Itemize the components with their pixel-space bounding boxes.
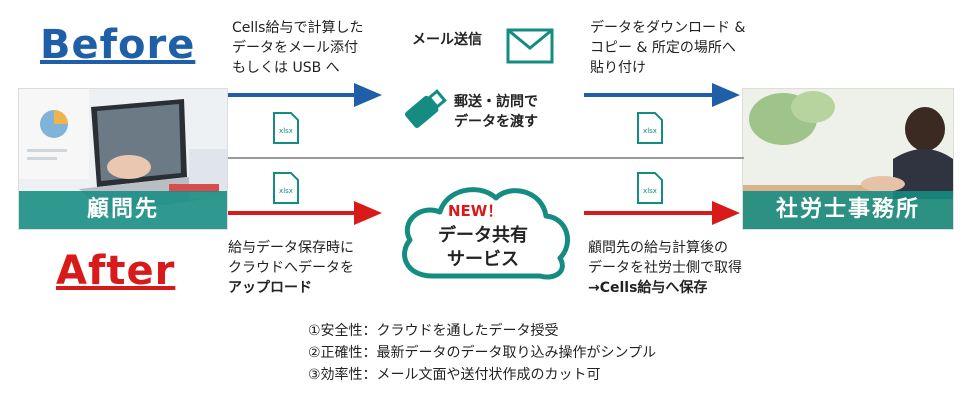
file-icon: xlsx <box>636 112 664 148</box>
benefits-list: ①安全性：クラウドを通したデータ授受 ②正確性：最新データのデータ取り込み操作が… <box>308 320 656 386</box>
benefit-item: ①安全性：クラウドを通したデータ授受 <box>308 323 559 339</box>
file-icon: xlsx <box>272 172 300 208</box>
after-right-text: 顧問先の給与計算後の データを社労士側で取得 →Cells給与へ保存 <box>588 240 742 296</box>
benefit-item: ②正確性：最新データのデータ取り込み操作がシンプル <box>308 345 657 361</box>
file-icon: xlsx <box>636 172 664 208</box>
usb-label: 郵送・訪問で データを渡す <box>454 94 538 130</box>
after-heading: After <box>56 248 176 294</box>
office-photo: 社労士事務所 <box>742 88 954 230</box>
after-right-arrow <box>584 201 740 225</box>
cloud-icon <box>402 187 570 280</box>
before-heading: Before <box>40 22 196 68</box>
file-type-label: xlsx <box>279 187 293 195</box>
email-label: メール送信 <box>412 32 482 48</box>
laptop-illustration <box>19 89 227 229</box>
after-left-arrow <box>228 201 382 225</box>
file-icon: xlsx <box>272 112 300 148</box>
before-right-arrow <box>584 83 740 107</box>
before-right-text: データをダウンロード & コピー & 所定の場所へ 貼り付け <box>590 20 746 76</box>
before-left-arrow <box>228 83 382 107</box>
benefit-item: ③効率性：メール文面や送付状作成のカット可 <box>308 367 601 383</box>
client-photo: 顧問先 <box>18 88 228 230</box>
new-badge: NEW！ <box>448 202 503 220</box>
after-left-text: 給与データ保存時に クラウドへデータを アップロード <box>228 240 354 296</box>
client-label: 顧問先 <box>19 191 227 229</box>
section-divider <box>228 157 744 159</box>
file-type-label: xlsx <box>643 187 657 195</box>
file-type-label: xlsx <box>643 127 657 135</box>
before-left-text: Cells給与で計算した データをメール添付 もしくは USB へ <box>232 20 364 76</box>
envelope-icon <box>506 28 554 64</box>
office-label: 社労士事務所 <box>743 191 953 229</box>
cloud-title: データ共有 サービス <box>438 225 528 270</box>
file-type-label: xlsx <box>279 127 293 135</box>
usb-icon <box>405 89 447 129</box>
